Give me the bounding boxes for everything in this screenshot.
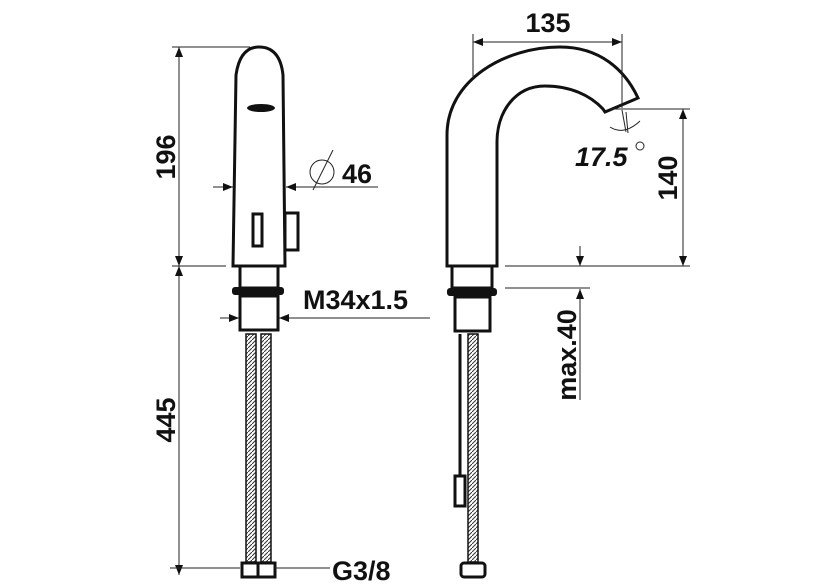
seal-ring — [232, 287, 284, 295]
dimension-diameter: 46 — [213, 149, 378, 191]
angle-label: 17.5 — [575, 142, 629, 172]
neck — [238, 264, 280, 290]
dimension-140: 140 — [505, 108, 690, 267]
faucet-body-side — [445, 45, 641, 268]
faucet-body-front — [231, 45, 287, 268]
angle-value: 17.5 — [575, 142, 629, 172]
max40-label: max.40 — [552, 309, 582, 401]
hose-right — [260, 333, 272, 563]
side-shank — [453, 295, 492, 333]
dimension-connection: G3/8 — [170, 556, 391, 584]
degree-icon — [635, 141, 645, 151]
side-view — [445, 45, 641, 579]
dim-140-label: 140 — [653, 155, 683, 200]
dim-46-label: 46 — [342, 159, 372, 189]
nut-left — [240, 561, 260, 579]
dimension-max40: max.40 — [505, 246, 590, 401]
hose-left — [245, 333, 257, 563]
sensor-window — [251, 212, 264, 248]
spout-outlet — [247, 104, 275, 112]
dimension-thread: M34x1.5 — [220, 285, 430, 322]
side-nut — [459, 561, 487, 579]
side-hose — [467, 333, 479, 563]
dimension-196: 196 — [151, 46, 250, 267]
dim-135-label: 135 — [525, 8, 570, 38]
thread-label: M34x1.5 — [303, 285, 408, 315]
dimension-angle: 17.5 — [575, 109, 645, 172]
dim-196-label: 196 — [151, 134, 181, 179]
dim-445-label: 445 — [151, 397, 181, 442]
side-seal-ring — [447, 288, 497, 296]
nut-right — [256, 561, 277, 579]
side-neck — [450, 264, 494, 290]
thread-shank — [238, 294, 280, 332]
dimension-135: 135 — [472, 8, 623, 108]
dimension-445: 445 — [151, 266, 183, 575]
cable-connector — [453, 474, 467, 508]
front-view — [231, 45, 300, 579]
diameter-icon — [309, 159, 335, 185]
connection-label: G3/8 — [332, 556, 391, 584]
side-button — [283, 211, 300, 252]
